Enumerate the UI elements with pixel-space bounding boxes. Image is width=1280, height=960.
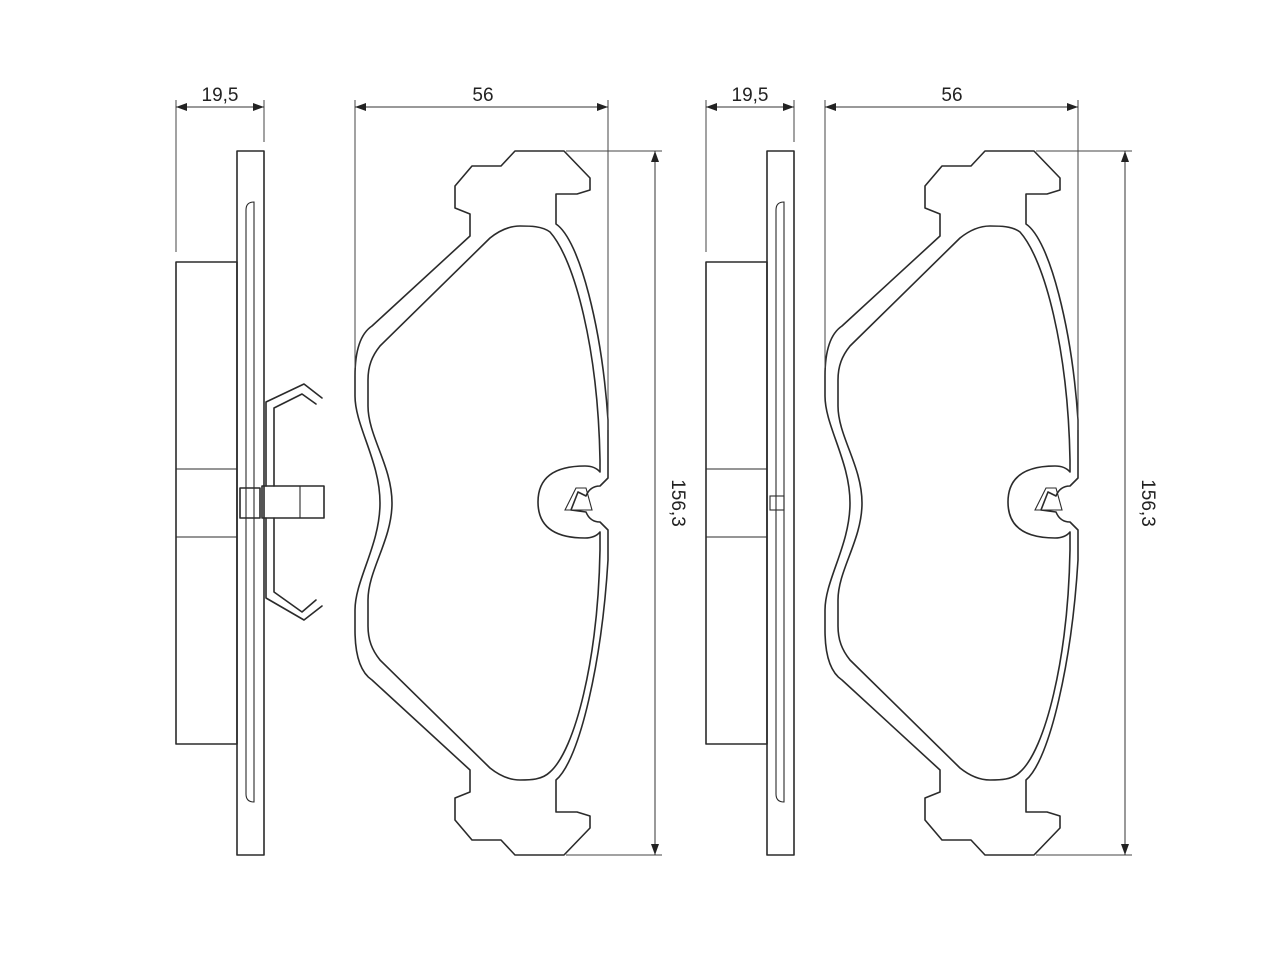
left-dimensions: 19,5 56 156,3 — [175, 85, 688, 856]
left-pad-set: 19,5 56 156,3 — [175, 85, 688, 856]
clip-spring — [239, 383, 325, 621]
friction-material — [705, 261, 768, 745]
width-dimension-label: 56 — [941, 85, 962, 106]
right-dimensions: 19,5 56 156,3 — [705, 85, 1158, 856]
friction-surface — [837, 225, 1071, 781]
thickness-dimension-label: 19,5 — [202, 85, 239, 106]
backing-plate-outline — [354, 150, 609, 856]
backing-plate-outline — [824, 150, 1079, 856]
height-dimension-label: 156,3 — [667, 479, 688, 527]
height-dimension-label: 156,3 — [1137, 479, 1158, 527]
friction-material — [175, 261, 238, 745]
friction-surface — [367, 225, 601, 781]
right-front-view — [824, 150, 1079, 856]
plate-groove — [245, 201, 255, 803]
center-pin — [769, 495, 785, 511]
right-pad-set: 19,5 56 156,3 — [705, 85, 1158, 856]
left-front-view — [354, 150, 609, 856]
right-side-view — [705, 150, 795, 856]
width-dimension-label: 56 — [472, 85, 493, 106]
backing-plate — [766, 150, 795, 856]
plate-groove — [775, 201, 785, 803]
thickness-dimension-label: 19,5 — [732, 85, 769, 106]
left-side-view — [175, 150, 325, 856]
